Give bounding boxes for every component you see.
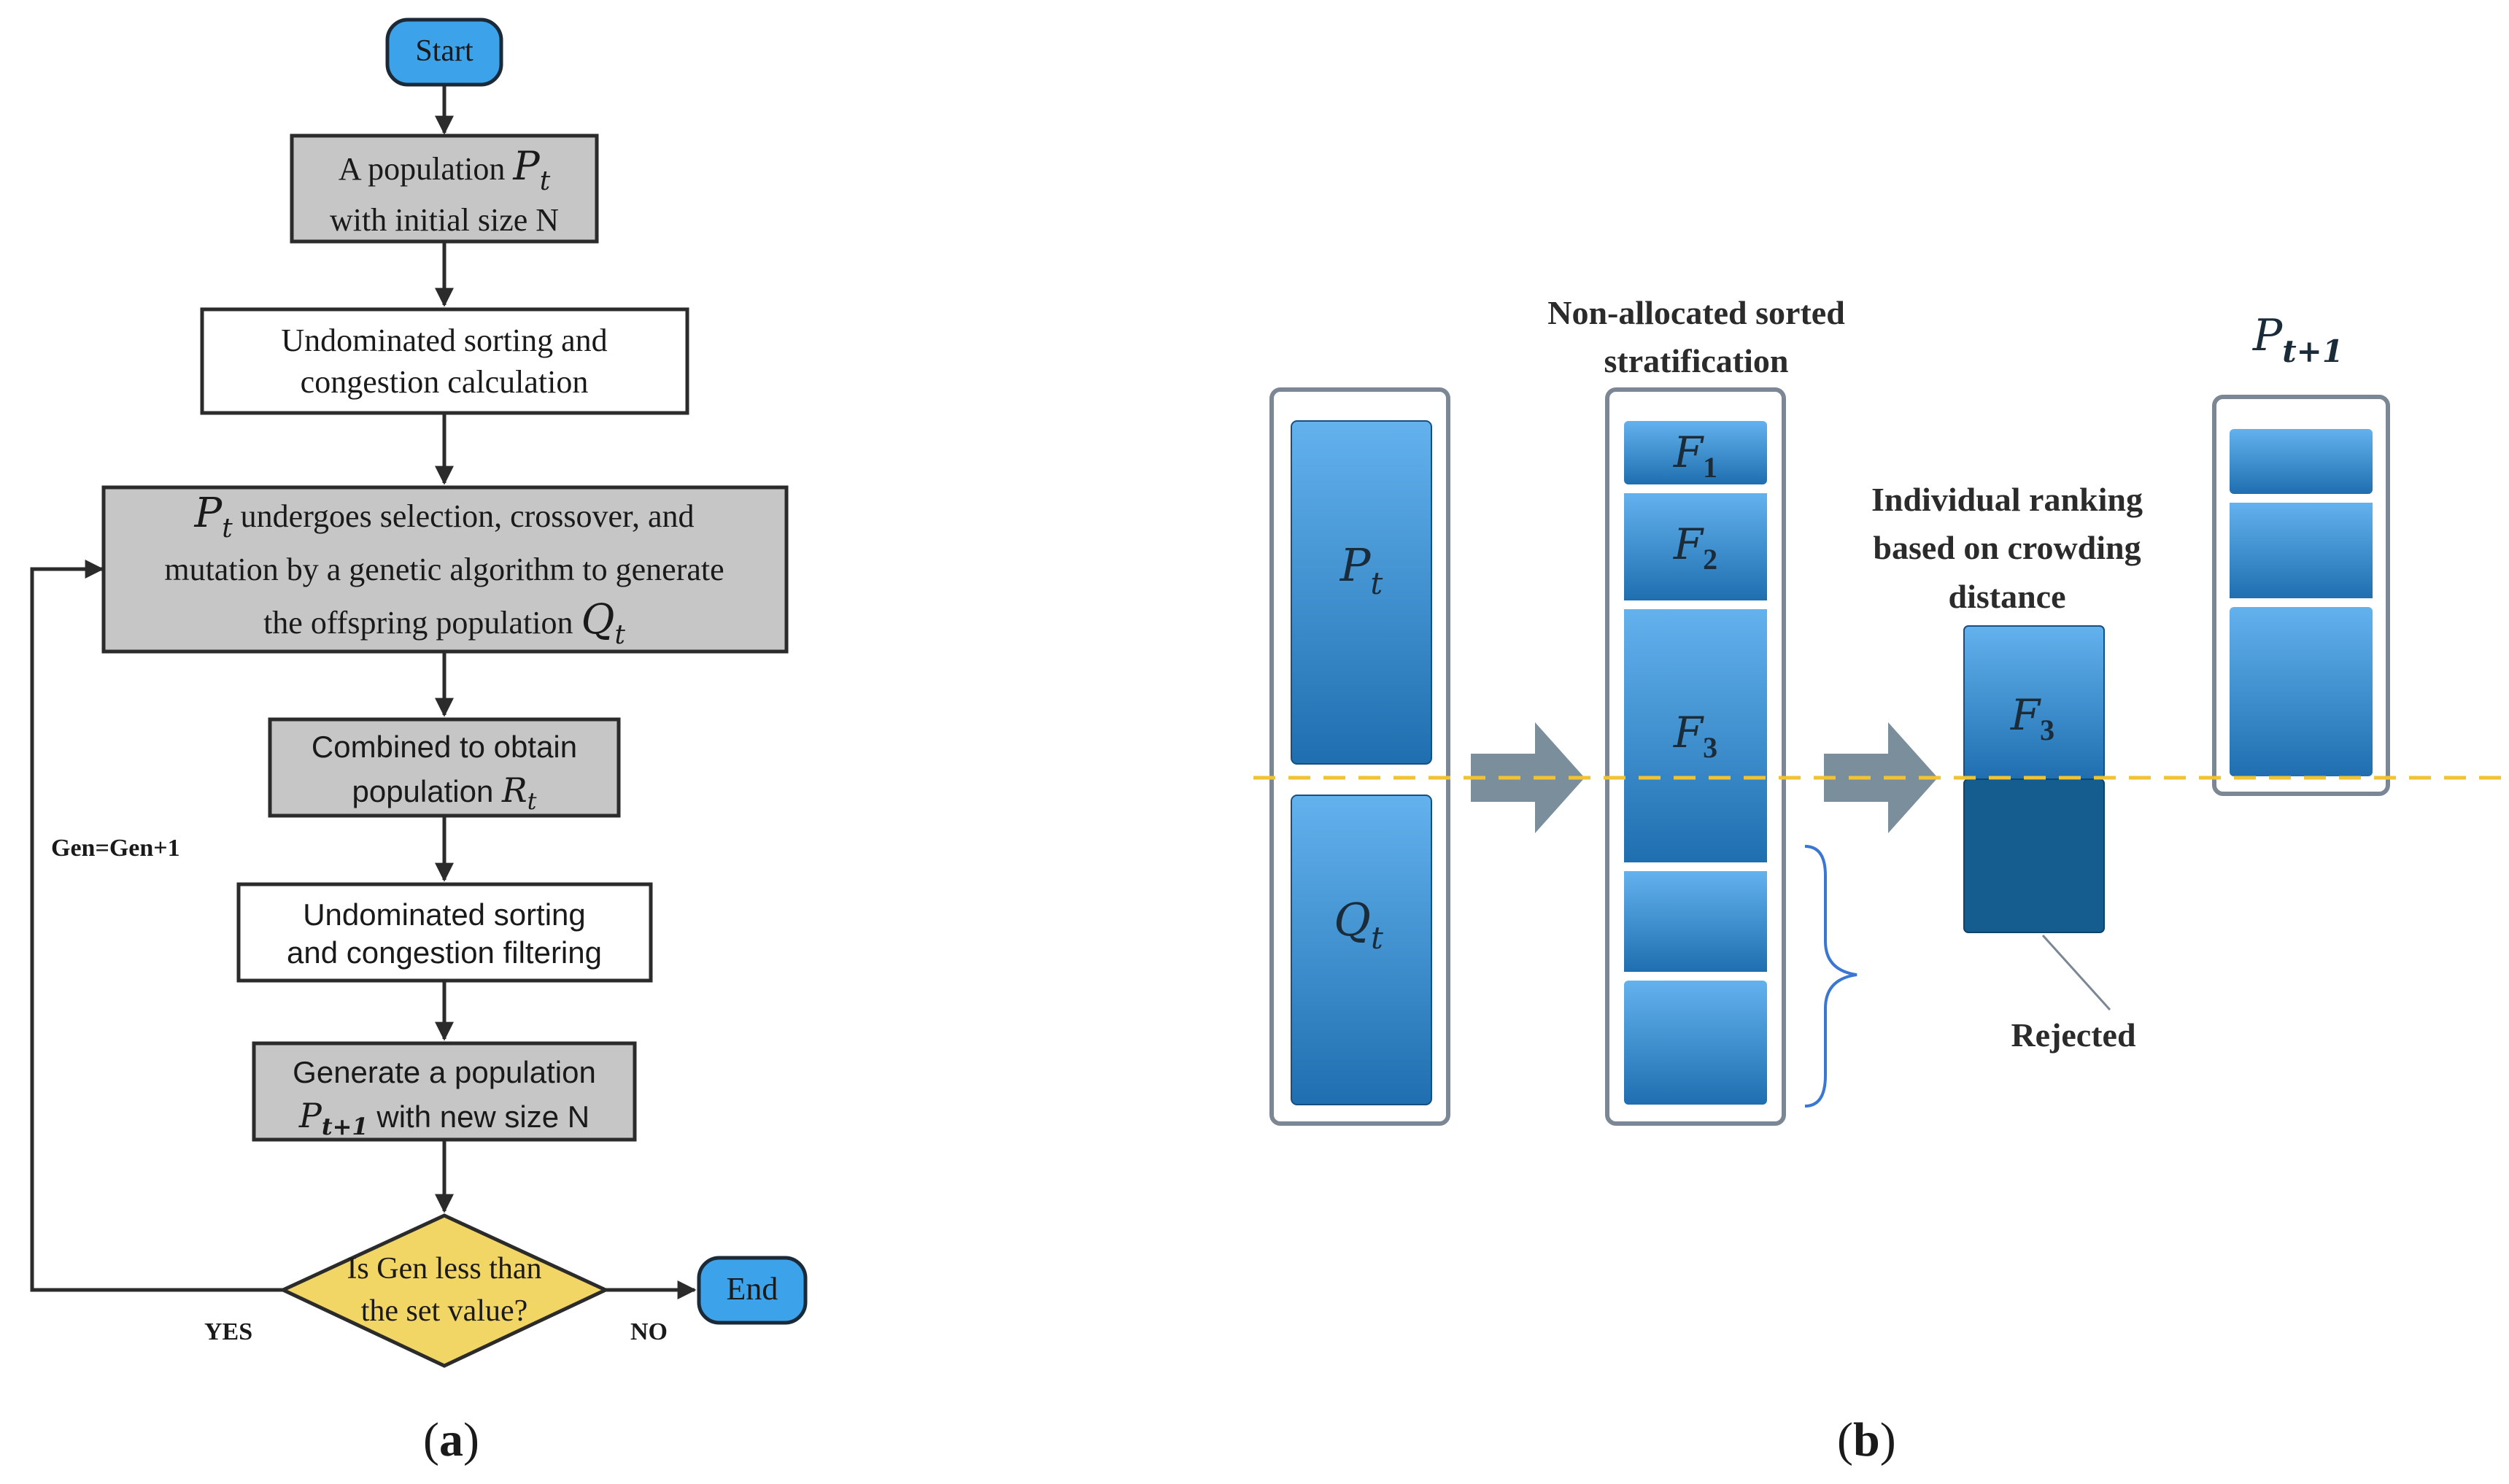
big-arrow-1 <box>1471 722 1585 833</box>
next-population-column <box>2212 395 2390 796</box>
loop-label: Gen=Gen+1 <box>51 835 180 862</box>
ranking-title-line2: based on crowding <box>1873 529 2141 566</box>
pt1-f3-bar <box>2230 607 2373 776</box>
box4-line2: population Rt <box>352 770 536 815</box>
combined-population-column: Pt Qt <box>1269 387 1450 1126</box>
pt1-f2-bar <box>2230 503 2373 598</box>
box6-line1: Generate a population <box>293 1055 596 1089</box>
rejected-pointer-line <box>2041 934 2111 1011</box>
box1-line1: A population Pt <box>339 143 551 196</box>
ranked-front-column: F3 Rejected <box>1963 625 2136 1054</box>
panel-b-caption: (b) <box>1837 1413 1896 1466</box>
front-f1-bar <box>1624 421 1767 484</box>
box6-line2: Pt+1 with new size N <box>298 1096 589 1140</box>
f3-label: F3 <box>1673 708 1717 764</box>
box2-line2: congestion calculation <box>301 364 589 400</box>
sorted-fronts-column: F1 F2 F3 <box>1605 387 1786 1126</box>
ranking-title-line3: distance <box>1949 578 2066 615</box>
flow-arrows <box>30 86 697 1299</box>
decision-diamond: Is Gen less than the set value? <box>279 1213 610 1368</box>
ranking-title-line1: Individual ranking <box>1871 481 2143 518</box>
stratification-title-line1: Non-allocated sorted <box>1547 294 1845 331</box>
panel-b-selection-diagram: Pt Qt Non-allocated sorted stratificatio… <box>1253 294 2504 1466</box>
rejected-label: Rejected <box>2011 1016 2136 1054</box>
pt1-f1-bar <box>2230 429 2373 494</box>
decision-line1: Is Gen less than <box>347 1252 541 1286</box>
front-f3-bar <box>1624 609 1767 862</box>
qt-bar <box>1291 795 1432 1105</box>
panel-a-flowchart: Start A population Pt with initial size … <box>30 18 808 1466</box>
front-f2-bar <box>1624 493 1767 600</box>
loop-back-arrow <box>30 560 283 1292</box>
box-new-population: Generate a population Pt+1 with new size… <box>252 1041 637 1142</box>
box2-line1: Undominated sorting and <box>281 322 607 358</box>
front-f4-bar <box>1624 871 1767 972</box>
box-initial-population: A population Pt with initial size N <box>290 134 599 244</box>
rejected-bar <box>1963 778 2105 933</box>
decision-line2: the set value? <box>361 1294 528 1328</box>
ranked-f3-label: F3 <box>2010 690 2054 746</box>
pt-label: Pt <box>1339 538 1383 601</box>
box5-line1: Undominated sorting <box>303 897 586 932</box>
qt-label: Qt <box>1334 893 1383 956</box>
rejected-fronts-brace <box>1804 845 1857 1108</box>
box3-line3: the offspring population Qt <box>263 596 625 650</box>
box5-line2: and congestion filtering <box>287 935 602 970</box>
box-undominated-sorting-calculation: Undominated sorting and congestion calcu… <box>200 307 689 415</box>
f2-label: F2 <box>1673 519 1717 576</box>
box-genetic-operators: Pt undergoes selection, crossover, and m… <box>101 485 789 654</box>
yes-label: YES <box>204 1318 252 1345</box>
no-label: NO <box>630 1318 668 1345</box>
box-undominated-sorting-filtering: Undominated sorting and congestion filte… <box>236 882 653 983</box>
pt-bar <box>1291 420 1432 765</box>
box1-line2: with initial size N <box>330 202 559 238</box>
box-combined-population: Combined to obtain population Rt <box>268 717 621 818</box>
box3-line2: mutation by a genetic algorithm to gener… <box>164 552 724 587</box>
f1-label: F1 <box>1673 428 1717 484</box>
end-terminal: End <box>697 1256 808 1325</box>
start-terminal: Start <box>385 18 503 87</box>
panel-a-caption: (a) <box>423 1413 479 1466</box>
stratification-title-line2: stratification <box>1604 342 1789 379</box>
front-f5-bar <box>1624 981 1767 1105</box>
box3-line1: Pt undergoes selection, crossover, and <box>194 490 695 544</box>
pt1-title: Pt+1 <box>2252 310 2343 369</box>
start-label: Start <box>415 34 473 68</box>
box4-line1: Combined to obtain <box>312 730 577 764</box>
big-arrow-2 <box>1824 722 1938 833</box>
end-label: End <box>727 1271 778 1307</box>
